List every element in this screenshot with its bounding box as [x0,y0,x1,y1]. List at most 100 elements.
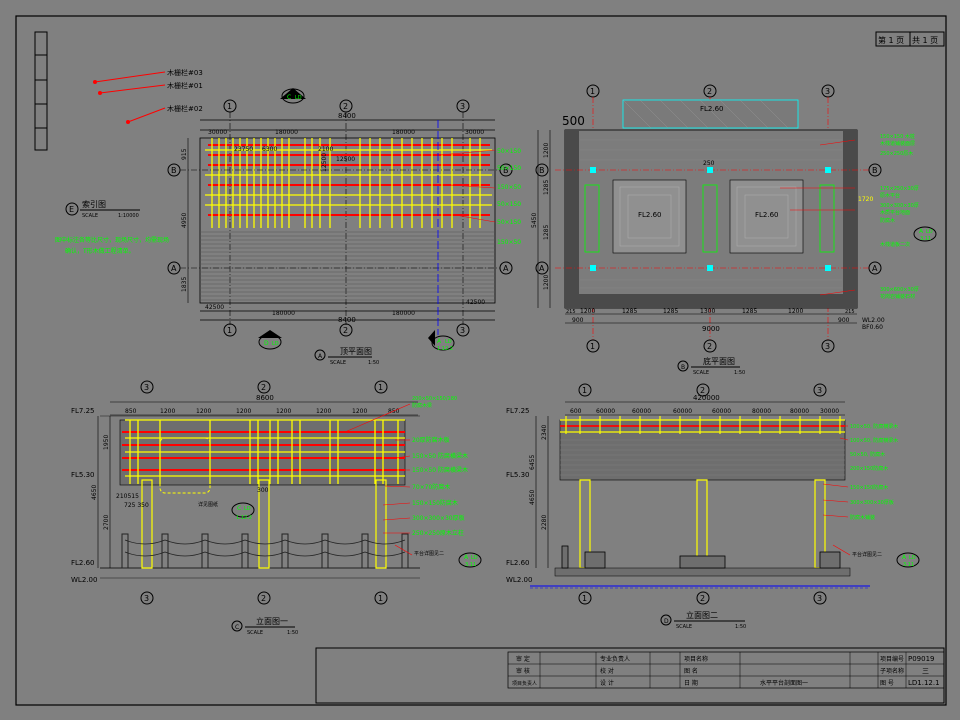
level-label: FL2.60 [71,559,95,567]
callout-line [127,107,166,123]
row-label: B [539,166,545,175]
axis-label: 2 [343,326,348,335]
annotation: 防腐木铺装 [850,514,875,521]
floor-level: FL2.60 [638,211,662,219]
annotation: 150×150防腐木 [850,484,888,491]
deck-side [554,567,851,577]
level-label: FL2.60 [506,559,530,567]
svg-text:1.12.2: 1.12.2 [236,515,252,521]
drawing-scale: 1:50 [368,360,379,366]
dim: 1300 [700,308,715,315]
callout-dot [98,91,102,95]
axis-label: 3 [144,594,149,603]
svg-text:A: A [464,554,469,561]
svg-text:D: D [664,618,669,625]
annotation: 木栈道铺装面层 [880,140,915,147]
svg-text:3.11: 3.11 [920,236,931,242]
svg-text:C: C [287,94,291,101]
floor-level: FL2.60 [700,105,724,113]
svg-text:LD: LD [445,339,452,345]
axis-label: 3 [460,102,465,111]
dim: 42500 [466,299,485,306]
annotation: 20厚防腐木板 [412,436,450,444]
annotation: 250×250原木立柱 [412,529,464,537]
row-label: B [503,166,509,175]
callout-line [94,71,166,83]
dim: 1200 [236,408,251,415]
dim: 300 [257,487,269,494]
axis-label: 1 [582,386,587,395]
tb-cell: 审 定 [516,655,530,663]
page-number-box: 第 1 页 共 1 页 [875,31,945,47]
annotation: 100×50, 防腐横梁木 [850,423,898,430]
dim: 180000 [272,310,295,317]
axis-label: 1 [227,326,232,335]
paving-square-left [612,179,687,254]
annotation: 防腐木 [880,217,895,224]
general-note: 图中标注各等比尺寸，现场尺寸，均需现场 [55,236,169,244]
svg-text:SCALE: SCALE [330,360,346,366]
detail-outline [159,437,211,494]
annotation: 1720 [858,196,873,203]
dim-total: 420000 [693,394,720,402]
dim: 60000 [712,408,731,415]
svg-text:D: D [264,340,269,347]
drawing-title: 立面图一 [256,616,288,626]
annotation: 200×50×150/180 [412,396,457,402]
floor-level: FL2.60 [755,211,779,219]
dim: 1200 [543,275,550,290]
tb-cell: 项目负责人 [512,680,537,687]
axis-label: 1 [378,383,383,392]
dim: 2100 [318,146,333,153]
annotation: 木质平台地面 [880,209,910,216]
index-plan-symbol [65,202,79,216]
svg-text:A: A [318,353,323,360]
railing-posts [121,533,409,569]
dim: 80000 [752,408,771,415]
dim: 4650 [91,485,98,500]
column-marks [590,167,831,271]
title-block: 审 定 专业负责人 项目名称 项目编号 P09019 审 核 校 对 图 名 子… [315,647,945,704]
annotation: 70×70防腐木 [412,483,450,491]
dim-total: 5450 [531,213,538,228]
detail-note: 详见图纸 [198,501,218,508]
dim: 4650 [529,490,536,505]
dim: 1285 [742,308,757,315]
row-label: B [171,166,177,175]
detail-marker-c: C LD 1.12.2 [231,502,255,521]
dim: 180000 [275,129,298,136]
tb-sub-item: 三 [922,667,929,675]
svg-text:SCALE: SCALE [247,630,263,636]
svg-text:3.11: 3.11 [903,562,914,568]
svg-text:E: E [69,205,74,214]
level-label: FL7.25 [71,407,95,415]
axis-label: 2 [261,594,266,603]
level-label: WL2.00 [506,576,532,584]
dim: 4950 [181,213,188,228]
deck-boards-hatch [200,231,495,301]
axis-label: 1 [582,594,587,603]
section-marker-d: D LD [258,330,282,350]
roof-red-beams [122,431,405,471]
annotation: 150×50 [497,184,521,191]
dim: 250 [703,160,715,167]
annotation: 150×150防腐木 [412,499,458,507]
annotation: 150×50 防腐横梁木 [412,452,468,460]
tb-drawing-name: 水平平台剖面图一 [760,679,808,687]
dim-total: 8400 [338,112,356,120]
callout-label: 木栅栏#01 [167,81,203,90]
annotation: 平台详图见二 [852,551,882,558]
annotation: 平台详图见二 [414,550,444,557]
svg-text:A: A [919,228,924,235]
callout-label: 木栅栏#03 [167,68,203,77]
axis-label: 3 [817,386,822,395]
water-level: WL2.00 [862,317,885,324]
tb-cell: 审 核 [516,667,530,675]
svg-text:SCALE: SCALE [82,213,98,219]
dim: 1285 [622,308,637,315]
annotation: 50×150 [497,219,521,226]
drawing-title: 底平面图 [703,356,735,366]
elev-two-annotations: 100×50, 防腐横梁木 100×50, 防腐横梁木 50×50, 防腐木 2… [822,423,898,558]
dim: 1285 [663,308,678,315]
